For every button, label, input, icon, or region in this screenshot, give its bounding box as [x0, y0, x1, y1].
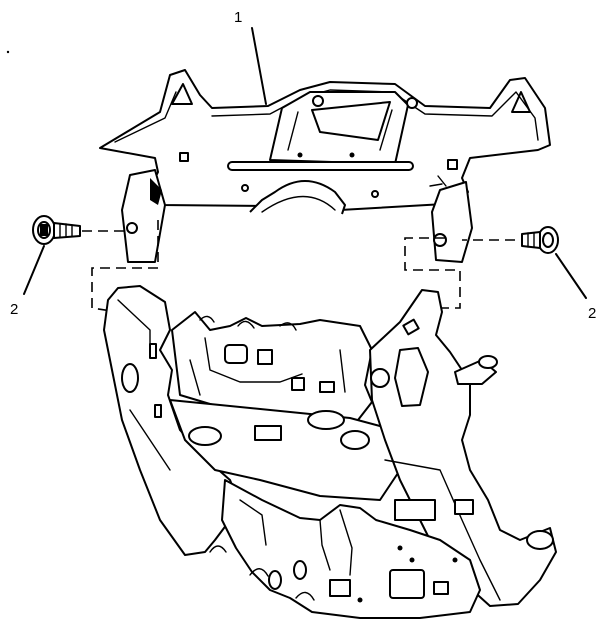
right-wall-boss [526, 530, 554, 550]
callout-label-2-left: 2 [10, 301, 18, 318]
callout-group: 1 2 2 [10, 9, 596, 322]
screw-left-shank [53, 222, 81, 239]
right-tab-hole [433, 233, 447, 247]
left-ear-hole [171, 83, 193, 105]
bracket-arch-inner [261, 195, 336, 213]
leader-line-2-left [23, 245, 45, 295]
bracket-window [311, 101, 391, 141]
stray-dot [6, 50, 10, 54]
screw-right-shank [521, 231, 541, 249]
left-mounting-tab [121, 169, 166, 263]
left-tab-hole [126, 222, 138, 234]
callout-label-1: 1 [234, 9, 242, 26]
screw-left [32, 215, 81, 245]
screw-right [521, 226, 559, 254]
bracket-part [99, 69, 551, 263]
right-mounting-tab [431, 181, 473, 263]
window-hole-right [406, 97, 418, 109]
callout-label-2-right: 2 [588, 305, 596, 322]
square-hole-b [447, 159, 458, 170]
assembly-guides [82, 220, 515, 313]
square-hole-a [179, 152, 189, 162]
chassis-frame [103, 285, 557, 619]
left-wall-hole [121, 363, 139, 393]
bracket-window-ribs [287, 109, 393, 151]
window-hole-left [312, 95, 324, 107]
bracket-slot [227, 161, 414, 171]
right-wall-window [394, 347, 429, 407]
right-ear-hole [511, 91, 531, 113]
leader-line-2-right [555, 253, 587, 299]
leader-line-1 [251, 27, 267, 105]
bracket-arch [249, 180, 346, 215]
